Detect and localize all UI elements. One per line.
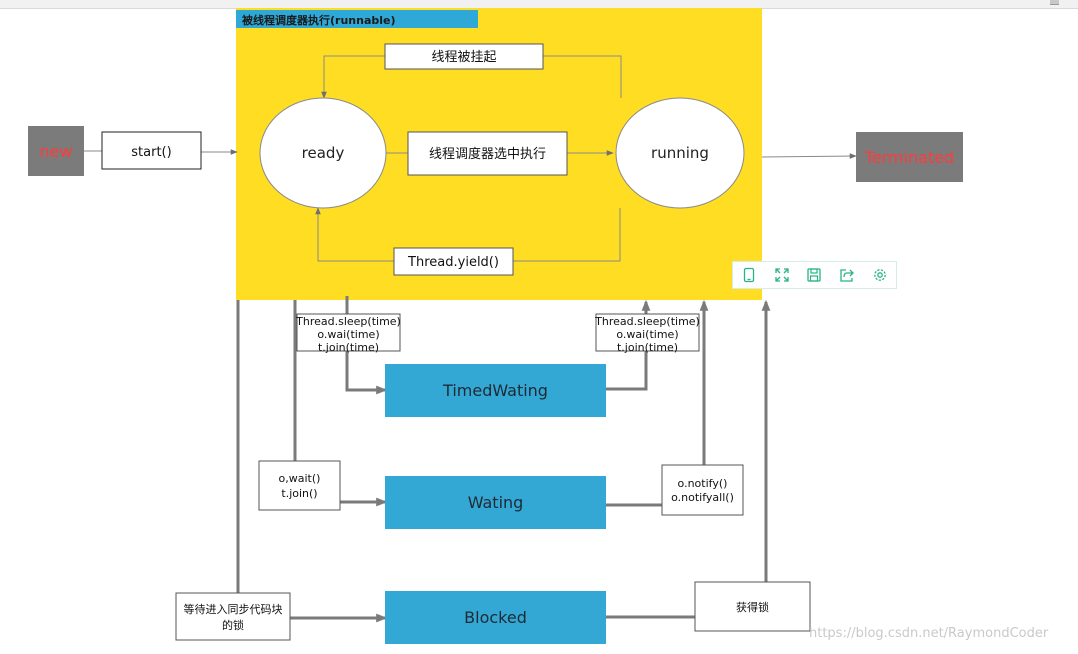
state-running (615, 97, 745, 209)
connector-running-yield (513, 208, 621, 262)
state-timed-waiting-label: TimedWating (442, 381, 548, 400)
transition-enter-waiting-line-2: t.join() (281, 487, 317, 500)
transition-exit-timed-waiting-box (595, 313, 700, 352)
state-running-label: running (651, 144, 709, 162)
state-blocked (385, 591, 606, 644)
transition-exit-timed-waiting-line-1: Thread.sleep(time) (594, 315, 700, 328)
state-ready (259, 97, 387, 209)
state-new-label: new (39, 142, 72, 161)
mobile-icon (744, 267, 755, 283)
transition-scheduled-box (407, 131, 568, 176)
arrow-yield-ready (315, 207, 394, 262)
window-control[interactable] (1050, 0, 1059, 5)
transition-enter-timed-waiting-line-1: Thread.sleep(time) (295, 315, 401, 328)
transition-suspended-box (384, 43, 544, 70)
settings-icon (873, 269, 886, 281)
transition-enter-timed-waiting-line-3: t.join(time) (318, 341, 379, 354)
runnable-title: 被线程调度器执行(runnable) (242, 13, 396, 27)
transition-notify-line-2: o.notifyall() (671, 491, 734, 504)
state-terminated (856, 132, 963, 182)
transition-start-box (101, 131, 202, 170)
fullscreen-icon (775, 268, 789, 282)
state-terminated-label: Terminated (864, 148, 954, 167)
state-waiting-label: Wating (468, 493, 524, 512)
transition-exit-timed-waiting-line-3: t.join(time) (617, 341, 678, 354)
state-timed-waiting (385, 364, 606, 417)
transition-enter-timed-waiting-line-2: o.wai(time) (317, 328, 379, 341)
transition-acquire-lock-label: 获得锁 (736, 600, 769, 614)
transition-notify-line-1: o.notify() (678, 477, 728, 490)
mobile-button[interactable] (733, 262, 766, 288)
runnable-title-bar (236, 10, 478, 28)
transition-exit-timed-waiting-line-2: o.wai(time) (616, 328, 678, 341)
fullscreen-button[interactable] (766, 262, 799, 288)
connector-running-suspended (543, 55, 622, 98)
transition-acquire-lock-box (694, 581, 811, 632)
share-button[interactable] (831, 262, 864, 288)
transition-yield-box (393, 247, 514, 276)
state-ready-label: ready (302, 144, 345, 162)
arrow-running-terminated (761, 153, 857, 159)
transition-suspended-label: 线程被挂起 (431, 50, 496, 65)
transition-enter-timed-waiting-box (296, 313, 401, 352)
arrow-suspended-ready (321, 55, 385, 99)
transition-enter-waiting-box (258, 460, 341, 511)
state-blocked-label: Blocked (464, 608, 527, 627)
transition-yield-label: Thread.yield() (407, 255, 499, 270)
share-icon (840, 269, 854, 282)
transition-enter-waiting-line-1: o,wait() (279, 472, 321, 485)
transition-enter-blocked-box (175, 592, 291, 641)
transition-enter-blocked-line-2: 的锁 (222, 618, 244, 632)
transition-enter-blocked-line-1: 等待进入同步代码块 (184, 602, 283, 616)
state-waiting (385, 476, 606, 529)
settings-button[interactable] (863, 262, 896, 288)
state-new (28, 126, 84, 176)
save-button[interactable] (798, 262, 831, 288)
transition-notify-box (661, 464, 744, 516)
transition-start-label: start() (131, 145, 171, 160)
save-icon (807, 268, 822, 282)
transition-scheduled-label: 线程调度器选中执行 (429, 146, 546, 162)
diagram-toolbar (732, 261, 897, 289)
watermark: https://blog.csdn.net/RaymondCoder (809, 626, 1049, 641)
thin-connectors (84, 55, 857, 262)
